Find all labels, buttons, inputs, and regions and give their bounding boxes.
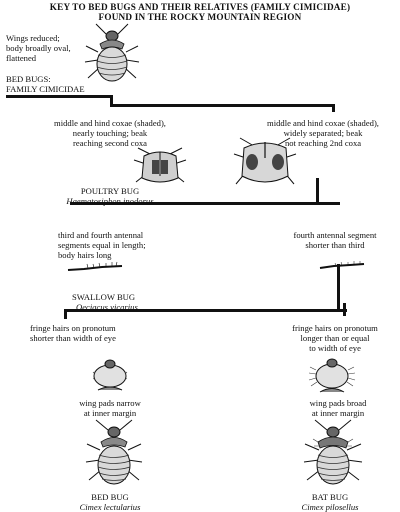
couplet-2-left-3: body hairs long (58, 250, 112, 260)
couplet-3-right-1: fringe hairs on pronotum (292, 323, 378, 333)
key-title-line-2: FOUND IN THE ROCKY MOUNTAIN REGION (98, 12, 302, 22)
intro-desc-2: body broadly oval, (6, 43, 71, 53)
couplet-1-left-2: nearly touching; beak (72, 128, 148, 138)
antenna-equal-segments-illustration (67, 261, 123, 271)
couplet-1-right-1: middle and hind coxae (shaded), (267, 118, 379, 128)
bed-bug-latin: Cimex lectularius (79, 502, 141, 512)
bed-bug-illustration (85, 419, 143, 485)
swallow-bug-latin: Oeciacus vicarius (76, 302, 138, 312)
bat-bug-latin: Cimex pilosellus (301, 502, 359, 512)
couplet-2-left-1: third and fourth antennal (58, 230, 144, 240)
bat-bug-illustration (303, 419, 363, 485)
couplet-3-right-2: longer than or equal (300, 333, 370, 343)
poultry-bug-latin: Haematosiphon inodorus (66, 196, 154, 206)
couplet-4-left-1: wing pads narrow (79, 398, 141, 408)
couplet-3-right-3: to width of eye (309, 343, 361, 353)
couplet-4-right-1: wing pads broad (309, 398, 367, 408)
coxae-nearly-touching-illustration (133, 147, 187, 183)
couplet-3-left-1: fringe hairs on pronotum (30, 323, 116, 333)
antenna-short-fourth-illustration (319, 261, 365, 269)
key-line-1-right-drop (332, 104, 335, 112)
couplet-2-right-1: fourth antennal segment (293, 230, 377, 240)
family-label-1: BED BUGS: (6, 74, 51, 84)
couplet-2-right-2: shorter than third (305, 240, 365, 250)
key-line-3-right-tick (343, 303, 346, 316)
intro-desc-3: flattened (6, 53, 37, 63)
pronotum-short-fringe-illustration (92, 359, 128, 391)
couplet-1-right-2: widely separated; beak (283, 128, 363, 138)
bed-bug-illustration-top (84, 23, 140, 82)
poultry-bug-name: POULTRY BUG (80, 186, 140, 196)
couplet-3-left-2: shorter than width of eye (30, 333, 116, 343)
couplet-1-left-1: middle and hind coxae (shaded), (54, 118, 166, 128)
couplet-4-left-2: at inner margin (83, 408, 137, 418)
key-line-family (6, 95, 113, 98)
key-line-1-stem (110, 95, 113, 106)
key-line-2-stem (316, 178, 319, 204)
key-line-2 (70, 202, 340, 205)
bat-bug-name: BAT BUG (311, 492, 349, 502)
family-label-2: FAMILY CIMICIDAE (6, 84, 85, 94)
intro-desc-1: Wings reduced; (6, 33, 60, 43)
key-line-3-left-drop (64, 309, 67, 319)
key-line-3 (64, 309, 347, 312)
couplet-4-right-2: at inner margin (311, 408, 365, 418)
key-line-3-stem (337, 264, 340, 312)
couplet-1-left-3: reaching second coxa (73, 138, 147, 148)
pronotum-long-fringe-illustration (308, 358, 356, 393)
key-title-line-1: KEY TO BED BUGS AND THEIR RELATIVES (FAM… (49, 2, 351, 12)
coxae-widely-separated-illustration (233, 137, 297, 185)
couplet-2-left-2: segments equal in length; (58, 240, 146, 250)
swallow-bug-name: SWALLOW BUG (72, 292, 136, 302)
couplet-1-right-3: not reaching 2nd coxa (284, 138, 362, 148)
key-line-1 (110, 104, 335, 107)
bed-bug-name: BED BUG (91, 492, 129, 502)
